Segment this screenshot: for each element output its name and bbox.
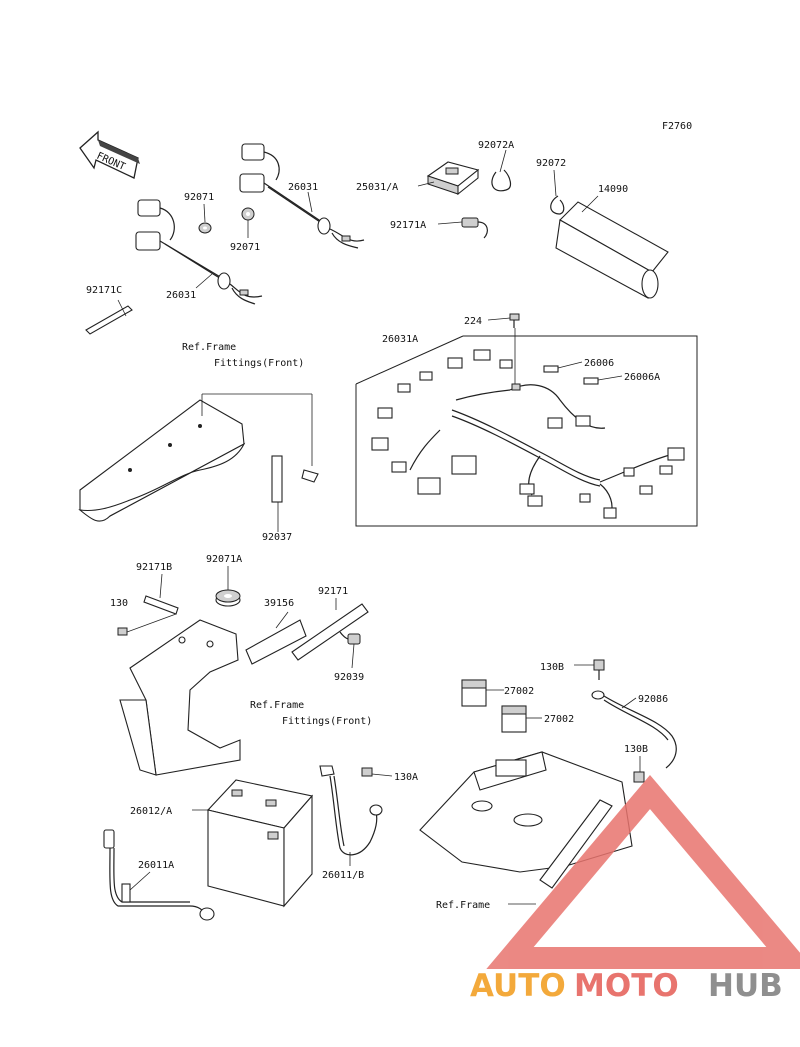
bolt-130B-top [593, 659, 605, 680]
label-14090: 14090 [598, 184, 628, 195]
label-92071-top: 92071 [184, 192, 214, 203]
stay-92037 [271, 455, 319, 503]
relay-25031A [426, 161, 480, 196]
ref-frame-front-2-line1: Ref.Frame [250, 700, 304, 711]
label-92039: 92039 [334, 672, 364, 683]
battery-cable-26011B [319, 765, 383, 856]
label-92171A: 92171A [390, 220, 426, 231]
label-27002-a: 27002 [504, 686, 534, 697]
label-92086: 92086 [638, 694, 668, 705]
ref-frame-front-2-line2: Fittings(Front) [282, 716, 372, 727]
ref-frame-front-1-line1: Ref.Frame [182, 342, 236, 353]
band-92072 [550, 195, 565, 215]
label-26031-top: 26031 [288, 182, 318, 193]
label-224: 224 [464, 316, 482, 327]
relay-27002-b [501, 705, 542, 733]
battery-26012A [206, 779, 314, 908]
pad-39156 [245, 619, 307, 665]
ground-lead-92086 [591, 690, 677, 769]
label-27002-b: 27002 [544, 714, 574, 725]
wordmark-hub: HUB [708, 968, 783, 1004]
automotohub-logo [486, 774, 800, 969]
label-92171: 92171 [318, 586, 348, 597]
label-39156: 39156 [264, 598, 294, 609]
wire-harness-26031-lower [135, 199, 263, 305]
label-130B-bottom: 130B [624, 744, 648, 755]
clamp-92039 [347, 633, 361, 645]
label-26011A: 26011A [138, 860, 174, 871]
bolt-224 [509, 313, 520, 328]
label-130A: 130A [394, 772, 418, 783]
label-26031-bottom: 26031 [166, 290, 196, 301]
label-26006: 26006 [584, 358, 614, 369]
label-26006A: 26006A [624, 372, 660, 383]
label-92072A: 92072A [478, 140, 514, 151]
wire-harness-26031-upper [239, 143, 365, 249]
ref-frame-front-1-line2: Fittings(Front) [214, 358, 304, 369]
clamp-92171C [85, 299, 133, 335]
frame-fittings-front-upper [78, 393, 313, 522]
wordmark-moto: MOTO [574, 968, 679, 1004]
clamp-92171A [461, 217, 488, 239]
automotohub-wordmark: AUTO MOTO HUB [470, 968, 783, 1004]
label-25031A: 25031/A [356, 182, 398, 193]
label-92037: 92037 [262, 532, 292, 543]
figure-code: F2760 [662, 121, 692, 132]
label-26012A: 26012/A [130, 806, 172, 817]
wordmark-auto: AUTO [470, 968, 566, 1004]
cover-14090 [555, 201, 669, 299]
label-130B-top: 130B [540, 662, 564, 673]
label-130: 130 [110, 598, 128, 609]
main-harness-26031A-box [355, 328, 698, 527]
grommet-92071-top [198, 222, 212, 234]
bolt-130A [361, 767, 393, 777]
grommet-92071-bottom [241, 207, 255, 221]
bolt-130B-bottom [633, 771, 645, 783]
ref-frame: Ref.Frame [436, 900, 490, 911]
battery-cable-26011A [103, 829, 215, 921]
rear-frame [419, 751, 633, 905]
bracket-92171B [143, 595, 179, 615]
label-92171C: 92171C [86, 285, 122, 296]
bolt-130 [117, 613, 177, 636]
grommet-92071A [215, 589, 241, 607]
label-92071-bottom: 92071 [230, 242, 260, 253]
frame-fittings-front-lower [119, 619, 241, 776]
label-92072: 92072 [536, 158, 566, 169]
label-92171B: 92171B [136, 562, 172, 573]
relay-27002-a [461, 679, 504, 707]
leader-lines [129, 149, 641, 891]
front-arrow-icon: FRONT [79, 130, 140, 179]
label-26011B: 26011/B [322, 870, 364, 881]
label-92071A: 92071A [206, 554, 242, 565]
band-92072A [491, 169, 512, 192]
label-26031A: 26031A [382, 334, 418, 345]
